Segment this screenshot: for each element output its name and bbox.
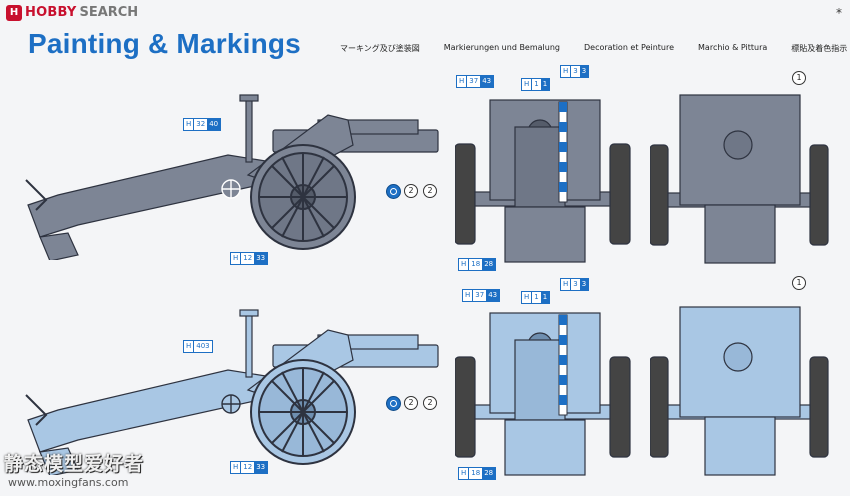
- brand-logo-icon: H: [6, 5, 22, 21]
- callout-top-side-lower: H 12 33: [230, 252, 269, 265]
- decal-number-2d: 2: [423, 396, 437, 410]
- subtitle-it: Marchio & Pittura: [698, 43, 768, 52]
- corner-mark: *: [836, 6, 842, 20]
- brand-logo-bar[interactable]: H HOBBY SEARCH: [6, 4, 138, 22]
- gun-rear-view-grey: [650, 94, 829, 264]
- watermark-chinese: 静态模型爱好者: [4, 453, 145, 475]
- subtitle-jp: マーキング及び塗装図: [340, 44, 420, 53]
- decal-number-2: 2: [404, 184, 418, 198]
- brand-search-label: SEARCH: [79, 5, 139, 20]
- subtitle-de: Markierungen und Bemalung: [443, 43, 560, 52]
- callout-top-front-3: H 3 3: [560, 65, 590, 78]
- marker-bottom-rear: 1: [792, 276, 806, 290]
- decal-sheet-icon-b: [386, 396, 401, 411]
- callout-bottom-front-18: H 18 28: [458, 467, 497, 480]
- callout-top-front-18: H 18 28: [458, 258, 497, 271]
- gun-front-view-grey: [455, 99, 631, 263]
- subtitle-fr: Decoration et Peinture: [584, 43, 675, 52]
- marker-top-rear: 1: [792, 71, 806, 85]
- callout-bottom-front-1: H 1 1: [521, 291, 551, 304]
- callout-top-front-1: H 1 1: [521, 78, 551, 91]
- callout-bottom-front-3: H 3 3: [560, 278, 590, 291]
- gun-front-view-blue: [455, 312, 631, 476]
- watermark-url[interactable]: www.moxingfans.com: [8, 476, 129, 489]
- decal-number-2b: 2: [423, 184, 437, 198]
- gun-side-view-blue: [25, 309, 439, 475]
- callout-bottom-front-37: H 37 43: [462, 289, 501, 302]
- callout-bottom-side-lower: H 12 33: [230, 461, 269, 474]
- decal-sheet-icon: [386, 184, 401, 199]
- page-title: Painting & Markings: [28, 28, 301, 59]
- callout-bottom-side-upper: H 403: [183, 340, 213, 353]
- decal-number-2c: 2: [404, 396, 418, 410]
- callout-top-side-upper: H 32 40: [183, 118, 222, 131]
- subtitle-cn: 標貼及着色指示: [791, 44, 848, 53]
- callout-top-front-37: H 37 43: [456, 75, 495, 88]
- subtitle-row: マーキング及び塗装図 Markierungen und Bemalung Dec…: [340, 43, 847, 54]
- brand-name: HOBBY: [25, 5, 77, 20]
- gun-rear-view-blue: [650, 306, 829, 476]
- gun-side-view-grey: [25, 94, 439, 260]
